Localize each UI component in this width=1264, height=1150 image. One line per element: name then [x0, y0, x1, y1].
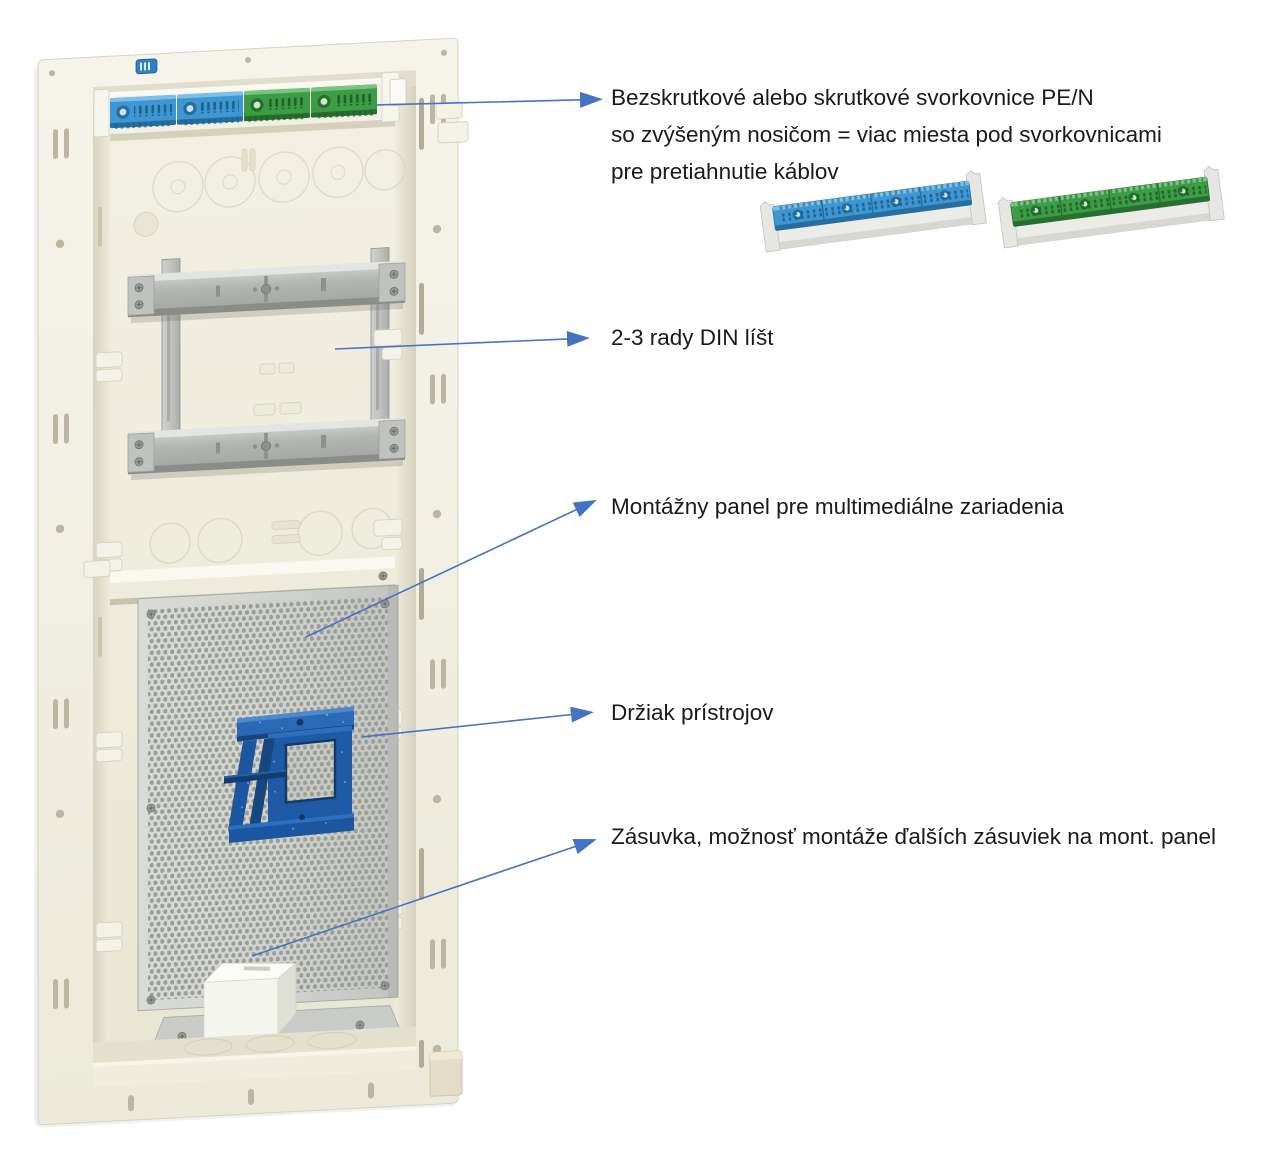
annotation-device-holder: Držiak prístrojov — [611, 694, 774, 731]
annotation-mounting-panel: Montážny panel pre multimediálne zariade… — [611, 488, 1064, 525]
annotation-line: pre pretiahnutie káblov — [611, 159, 839, 184]
callout-arrows — [251, 91, 603, 957]
arrow-device-holder — [361, 706, 594, 738]
annotation-din-rails: 2-3 rady DIN líšt — [611, 319, 774, 356]
product-terminal-green — [996, 164, 1226, 249]
annotation-socket: Zásuvka, možnosť montáže ďalších zásuvie… — [611, 818, 1216, 855]
annotation-line: 2-3 rady DIN líšt — [611, 325, 774, 350]
bottom-right-connector — [429, 1050, 463, 1097]
annotation-line: Montážny panel pre multimediálne zariade… — [611, 494, 1064, 519]
annotation-line: Zásuvka, možnosť montáže ďalších zásuvie… — [611, 824, 1217, 849]
annotation-terminals: Bezskrutkové alebo skrutkové svorkovnice… — [611, 79, 1162, 190]
socket-box — [203, 962, 298, 1039]
top-clip — [135, 58, 158, 75]
product-terminal-blue — [758, 168, 988, 253]
annotation-line: Držiak prístrojov — [611, 700, 774, 725]
device-holder — [224, 706, 354, 843]
bottom-tray — [93, 1026, 416, 1088]
knockout-circles-mid — [149, 507, 393, 564]
annotation-line: Bezskrutkové alebo skrutkové svorkovnice… — [611, 85, 1094, 110]
arrow-socket — [251, 838, 597, 957]
knockout-slots-mid — [253, 362, 302, 417]
pe-n-terminal-strip — [110, 84, 377, 130]
annotation-line: so zvýšeným nosičom = viac miesta pod sv… — [611, 122, 1162, 147]
side-wall-slots — [98, 97, 424, 1068]
enclosure-photo — [34, 37, 469, 1128]
arrow-din-rails — [334, 330, 590, 350]
flange-fixing-slots — [49, 49, 447, 1112]
arrow-terminals — [374, 91, 603, 108]
knockout-circles-top — [133, 145, 406, 237]
arrow-mounting-panel — [305, 499, 597, 638]
